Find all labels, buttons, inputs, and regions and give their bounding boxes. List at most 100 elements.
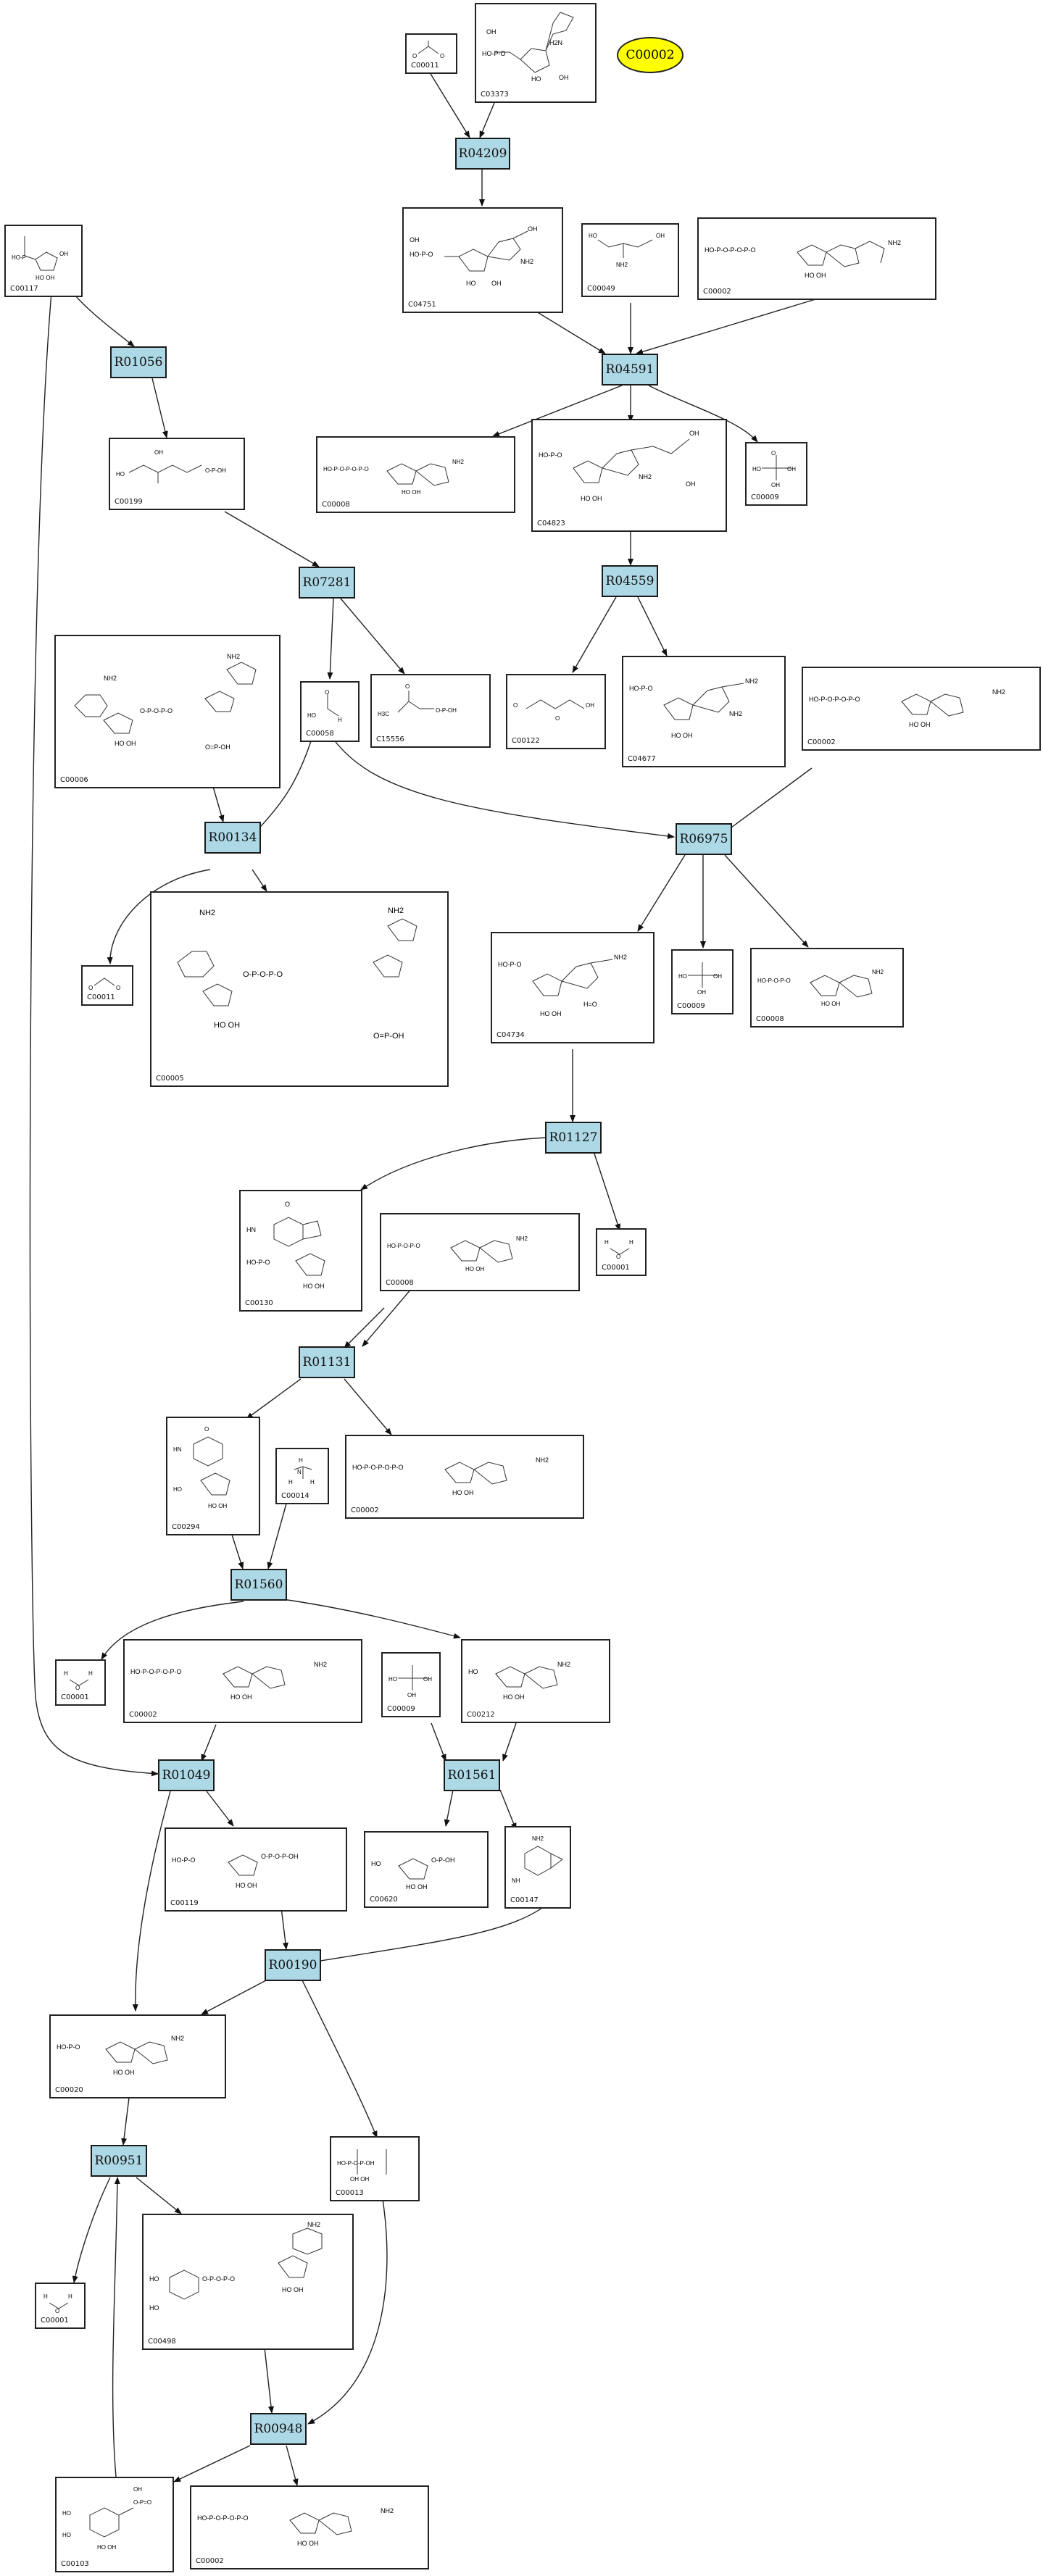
svg-text:HO-P-O: HO-P-O [498,961,522,968]
svg-text:N: N [297,1469,302,1475]
svg-text:OH OH: OH OH [350,2176,369,2182]
reaction-r00948[interactable]: R00948 [250,2413,307,2445]
reaction-r00190[interactable]: R00190 [265,1949,321,1981]
reaction-r01056[interactable]: R01056 [110,346,167,378]
svg-text:OH: OH [686,480,696,488]
svg-text:O-P-O-P-O: O-P-O-P-O [140,707,173,714]
reaction-r01561[interactable]: R01561 [444,1759,500,1791]
compound-id: C00014 [281,1492,309,1500]
svg-text:HO OH: HO OH [236,1882,257,1889]
compound-id: C00498 [148,2338,176,2346]
reaction-r04591[interactable]: R04591 [602,354,658,385]
svg-text:HO OH: HO OH [282,2286,304,2293]
svg-text:H=O: H=O [583,1001,597,1008]
svg-text:HO OH: HO OH [465,1266,484,1272]
svg-text:HO OH: HO OH [230,1693,252,1701]
svg-text:O: O [325,689,329,696]
compound-id: C00294 [172,1523,200,1531]
svg-text:OH: OH [656,233,665,239]
compound-id: C00199 [115,498,143,506]
compound-id: C00002 [196,2557,224,2565]
reaction-r01560[interactable]: R01560 [230,1569,287,1601]
svg-text:O: O [88,985,93,991]
reaction-r01049[interactable]: R01049 [158,1759,215,1791]
svg-text:NH2: NH2 [888,239,901,246]
reaction-r00951[interactable]: R00951 [91,2145,147,2177]
reaction-r06975[interactable]: R06975 [676,823,732,855]
reaction-r01127[interactable]: R01127 [545,1122,602,1154]
svg-text:O: O [285,1201,290,1208]
svg-text:NH2: NH2 [307,2221,320,2228]
compound-id: C00008 [756,1015,784,1023]
svg-text:OH: OH [154,449,163,456]
svg-text:NH2: NH2 [199,909,215,917]
svg-text:NH2: NH2 [616,262,628,268]
reaction-r07281[interactable]: R07281 [299,567,355,599]
svg-text:NH2: NH2 [532,1835,544,1842]
svg-text:OH: OH [771,482,780,488]
svg-text:OH: OH [59,251,68,257]
highlight-compound[interactable]: C00002 [617,37,683,73]
svg-text:O=P-OH: O=P-OH [205,743,230,751]
svg-text:HO OH: HO OH [214,1021,240,1030]
reaction-r01131[interactable]: R01131 [299,1346,355,1378]
svg-text:O-P-O-P-O: O-P-O-P-O [243,970,283,979]
compound-id: C00117 [10,285,38,293]
svg-text:HO-P-O: HO-P-O [57,2043,80,2051]
compound-id: C04823 [537,520,565,528]
svg-text:HO OH: HO OH [540,1010,562,1017]
reaction-r04559[interactable]: R04559 [602,565,658,597]
reaction-r04209[interactable]: R04209 [455,138,510,170]
reaction-r00134[interactable]: R00134 [204,822,261,854]
svg-text:HO-P-O-P-OH: HO-P-O-P-OH [337,2160,375,2167]
